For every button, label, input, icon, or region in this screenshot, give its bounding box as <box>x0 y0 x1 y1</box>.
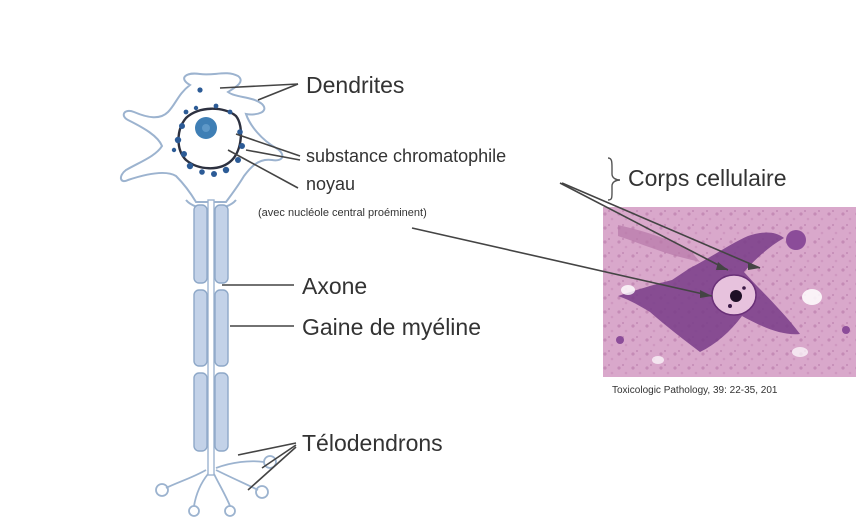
citation: Toxicologic Pathology, 39: 22-35, 201 <box>612 385 777 396</box>
label-gaine-myeline: Gaine de myéline <box>302 314 481 341</box>
label-nucleole: (avec nucléole central proéminent) <box>258 207 427 219</box>
label-chromatophile: substance chromatophile <box>306 146 506 167</box>
label-noyau: noyau <box>306 174 355 195</box>
label-dendrites: Dendrites <box>306 72 404 99</box>
micrograph <box>603 207 856 377</box>
label-axone: Axone <box>302 273 367 300</box>
axon <box>194 200 228 475</box>
label-corps-cellulaire: Corps cellulaire <box>628 165 787 192</box>
corps-bracket <box>608 158 620 200</box>
label-telodendrons: Télodendrons <box>302 430 443 457</box>
telodendrons <box>156 456 276 516</box>
